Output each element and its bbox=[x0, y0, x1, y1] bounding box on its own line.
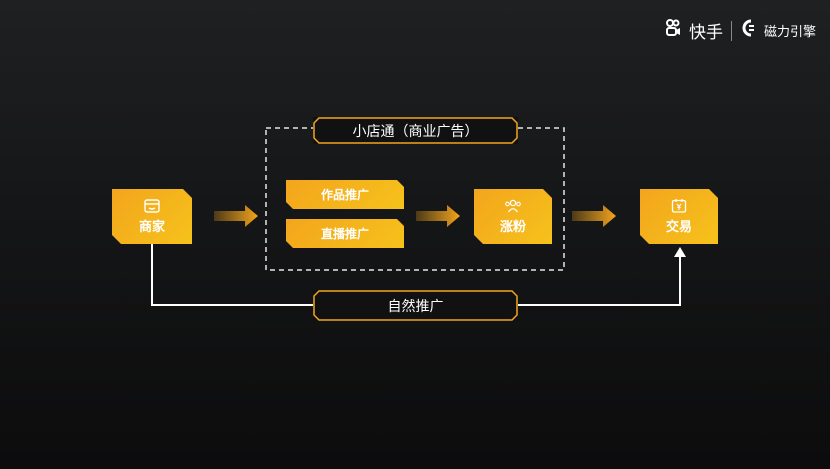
arrow-fans-to-transaction bbox=[572, 205, 616, 227]
kuaishou-label: 快手 bbox=[688, 23, 723, 43]
users-icon bbox=[504, 199, 522, 213]
yen-calendar-icon bbox=[671, 198, 687, 213]
live-promotion-label: 直播推广 bbox=[320, 227, 369, 241]
merchant-label: 商家 bbox=[138, 219, 165, 235]
live-promotion-node: 直播推广 bbox=[286, 219, 404, 248]
arrow-promotion-to-fans bbox=[416, 205, 460, 227]
natural-promotion-label: 自然推广 bbox=[387, 298, 444, 315]
paid-group-title-label: 小店通（商业广告） bbox=[352, 123, 479, 140]
natural-promotion-arrowhead bbox=[674, 247, 686, 257]
work-promotion-node: 作品推广 bbox=[286, 180, 404, 209]
natural-promotion-box: 自然推广 bbox=[313, 290, 518, 321]
kuaishou-logo-icon bbox=[665, 19, 681, 42]
arrow-merchant-to-promotion bbox=[214, 205, 258, 227]
fans-growth-label: 涨粉 bbox=[499, 219, 526, 235]
store-icon bbox=[144, 199, 160, 213]
transaction-node: 交易 bbox=[640, 189, 718, 244]
brand-logos: 快手 磁力引擎 bbox=[665, 18, 816, 43]
logo-divider bbox=[730, 20, 732, 41]
fans-growth-node: 涨粉 bbox=[474, 189, 552, 244]
merchant-node: 商家 bbox=[112, 189, 192, 244]
paid-group-title: 小店通（商业广告） bbox=[313, 117, 518, 144]
magnetic-engine-logo-icon bbox=[740, 19, 756, 42]
magnetic-engine-label: 磁力引擎 bbox=[763, 25, 816, 40]
transaction-label: 交易 bbox=[665, 220, 692, 235]
work-promotion-label: 作品推广 bbox=[320, 188, 369, 202]
